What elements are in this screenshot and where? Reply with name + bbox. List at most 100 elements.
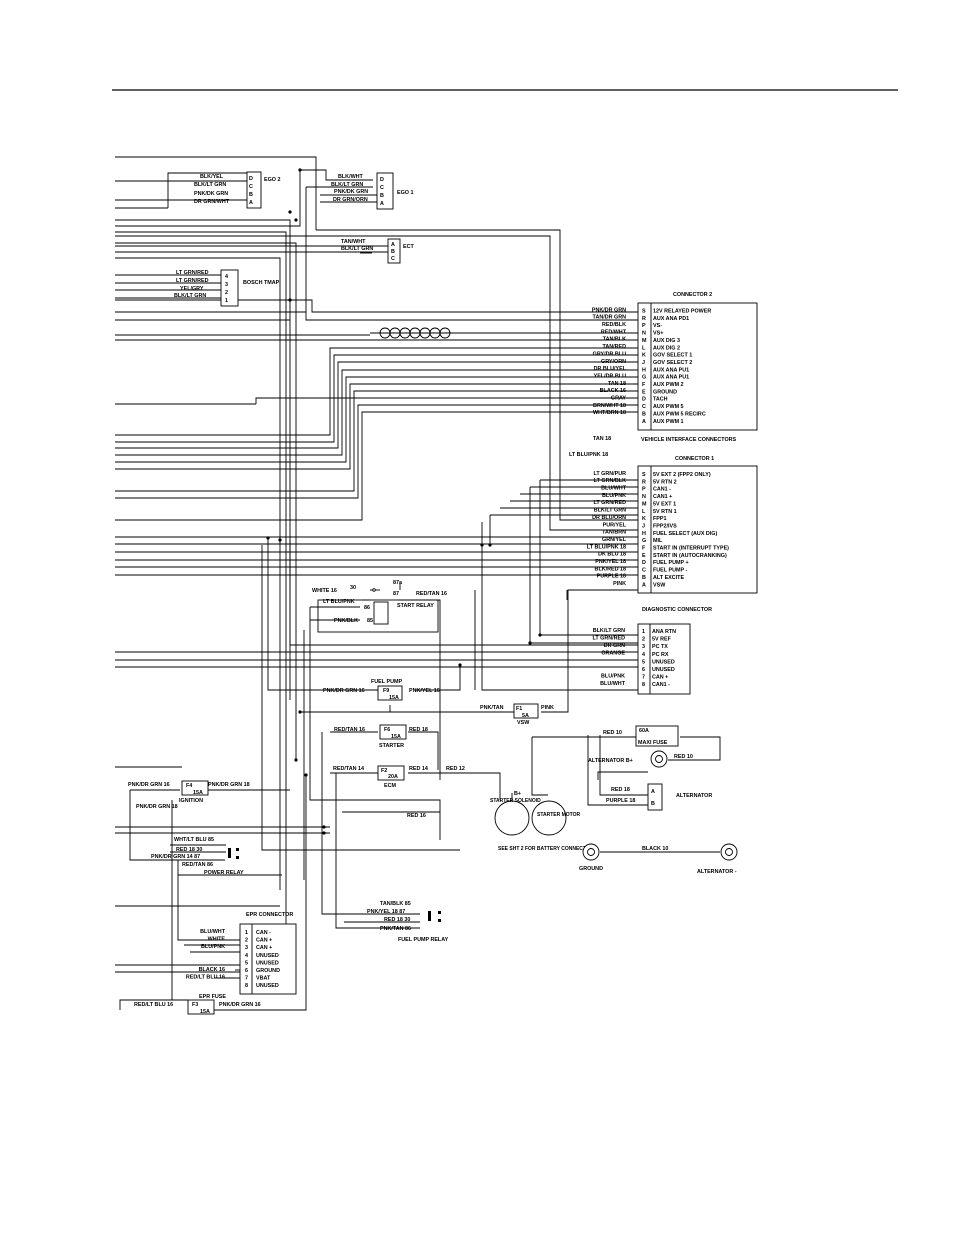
- connector2-wire: BRN/WHT 18: [593, 403, 626, 409]
- fuse-id: F3: [192, 1002, 198, 1008]
- ect-connector: A B C TAN/WHT BLK/LT GRN ECT: [115, 238, 414, 264]
- fuse-title: ECM: [384, 783, 396, 789]
- fuse-f1: F1 5A VSW PNK/TAN PINK: [480, 703, 554, 726]
- connector1-pin: R: [642, 479, 646, 485]
- connector2-pin: L: [642, 345, 646, 351]
- maxi-wire: RED 10: [603, 730, 622, 736]
- internal-wires: [115, 169, 721, 1011]
- connector1-wire: DK BLU 18: [598, 552, 626, 558]
- ect-pin: C: [391, 256, 395, 262]
- fuse-left-wire: PNK/DR GRN 16: [128, 782, 170, 788]
- epr-title: EPR CONNECTOR: [246, 912, 293, 918]
- epr-pin: 5: [245, 960, 248, 966]
- ground-wire: BLACK 10: [642, 846, 668, 852]
- ego2-pin: C: [249, 184, 253, 190]
- connector2-pin: P: [642, 323, 646, 329]
- diag-pin: 4: [642, 652, 645, 658]
- connector2-pin: B: [642, 411, 646, 417]
- tmap-wire: LT GRN/RED: [176, 270, 209, 276]
- connector1-signal: START IN (INTERRUPT TYPE): [653, 546, 729, 552]
- connector2-signal: AUX PWM 1: [653, 419, 684, 425]
- power-relay-wire: PNK/DR GRN 14 87: [151, 854, 200, 860]
- fuse-f6: F6 15A STARTER RED/TAN 16 RED 18: [334, 724, 428, 749]
- connector2-wire: TAN/DR GRN: [593, 315, 627, 321]
- connector2-wire: WHT/BRN 18: [593, 410, 626, 416]
- power-relay-wire: WHT/LT BLU 85: [174, 837, 214, 843]
- fuel-relay-title: FUEL PUMP RELAY: [398, 937, 449, 943]
- connector2-wire: GRY/DR BLU: [593, 351, 626, 357]
- fuse-amp: 15A: [391, 734, 401, 740]
- connector1-wire: LT GRN/RED: [593, 500, 626, 506]
- connector1-signal: 5V RTN 2: [653, 479, 677, 485]
- fuse-left-wire: PNK/DR GRN 16: [323, 688, 365, 694]
- connector2-signal: AUX PWM 5: [653, 404, 684, 410]
- fuse-id: F9: [383, 688, 389, 694]
- ground-title: GROUND: [579, 866, 603, 872]
- maxi-fuse: 60A MAXI FUSE RED 10: [603, 725, 679, 747]
- ego1-title: EGO 1: [397, 190, 413, 196]
- junction-dots: [266, 168, 542, 932]
- connector2-pin: H: [642, 367, 646, 373]
- alt-minus-title: ALTERNATOR -: [697, 869, 737, 875]
- connector2-pin: R: [642, 316, 646, 322]
- connector1-pin: S: [642, 472, 646, 478]
- fuse-f9: F9 15A FUEL PUMP PNK/DR GRN 16 PNK/YEL 1…: [323, 679, 440, 701]
- diag-signal: CAN +: [652, 675, 668, 681]
- fuse-left-wire: RED/TAN 14: [333, 766, 364, 772]
- ego1-pin: B: [380, 193, 384, 199]
- ltblu-label: LT BLU/PNK: [323, 599, 355, 605]
- connector2-pin: C: [642, 404, 646, 410]
- fuse-right-wire: RED 18: [409, 727, 428, 733]
- power-relay-title: POWER RELAY: [204, 870, 244, 876]
- tmap-wire: BLK/LT GRN: [174, 293, 206, 299]
- epr-wire: RED/LT BLU 16: [186, 974, 225, 980]
- diag-signal: PC TX: [652, 644, 668, 650]
- relay-87a: 87a: [393, 580, 403, 586]
- connector1-pin: H: [642, 531, 646, 537]
- connector1-signal: FUEL SELECT (AUX DIG): [653, 531, 717, 537]
- connector2-signal: AUX ANA PD1: [653, 316, 689, 322]
- diag-wire: LT GRN/RED: [592, 635, 625, 641]
- connector2-wire: TAN/BLK: [603, 337, 626, 343]
- connector1-signal: FUEL PUMP +: [653, 560, 689, 566]
- connector1-signal: START IN (AUTOCRANKING): [653, 553, 727, 559]
- connector1-pin: G: [642, 538, 646, 544]
- fuel-pump-relay: TAN/BLK 85 PNK/YEL 18 87 RED 18 30 PNK/T…: [367, 901, 449, 943]
- connector2-signal: GOV SELECT 2: [653, 360, 692, 366]
- epr-signal: UNUSED: [256, 953, 279, 959]
- twisted-pair-marker: [115, 327, 640, 341]
- starter-red16: RED 16: [407, 813, 426, 819]
- diag-signal: CAN1 -: [652, 682, 670, 688]
- starter-motor: STARTER MOTOR: [537, 812, 581, 818]
- connector1-wire: PURPLE 18: [597, 574, 626, 580]
- connector2-signal: AUX PWM 5 RECIRC: [653, 411, 706, 417]
- connector1-signal: FUEL PUMP -: [653, 568, 687, 574]
- fuse-title: EPR FUSE: [199, 994, 226, 1000]
- fuse-right-wire: PNK/DR GRN 18: [208, 782, 250, 788]
- relay-87: 87: [393, 591, 399, 597]
- connector1-wire: TAN/BRN: [602, 530, 626, 536]
- connector1-pin: N: [642, 494, 646, 500]
- connector1-wire: GRN/YEL: [602, 537, 627, 543]
- diag-pin: 8: [642, 682, 645, 688]
- maxi-title: MAXI FUSE: [638, 740, 668, 746]
- fuse-amp: 20A: [388, 774, 398, 780]
- connector2-signal: AUX PWM 2: [653, 382, 684, 388]
- connector2-footer: VEHICLE INTERFACE CONNECTORS: [641, 437, 737, 443]
- starter-solenoid: STARTER SOLENOID: [490, 798, 541, 804]
- alt-title: ALTERNATOR: [676, 793, 712, 799]
- connector1-pin: D: [642, 560, 646, 566]
- connector2-signal: AUX DIG 3: [653, 338, 680, 344]
- tmap-pin: 3: [225, 282, 228, 288]
- connector1-pin: F: [642, 546, 646, 552]
- fuse-amp: 15A: [200, 1009, 210, 1015]
- connector1-signal: 5V RTN 1: [653, 509, 677, 515]
- ego2-pin: D: [249, 176, 253, 182]
- connector1-pin: B: [642, 575, 646, 581]
- connector1-signal: VSW: [653, 582, 666, 588]
- connector1-pin: A: [642, 582, 646, 588]
- connector1-signal: ALT EXCITE: [653, 575, 684, 581]
